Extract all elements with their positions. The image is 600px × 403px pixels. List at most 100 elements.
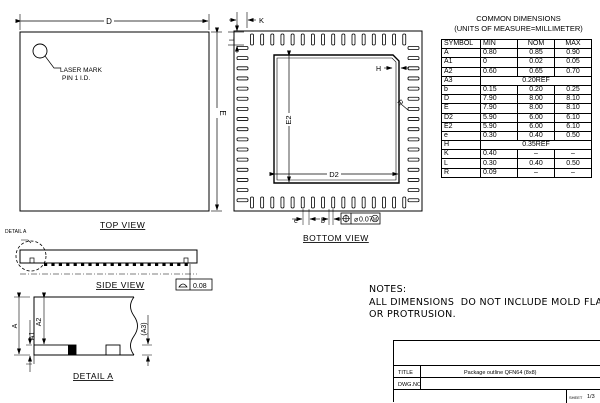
dim-b-label: b [321,218,325,225]
cell-symbol: D [441,94,481,105]
terminal-pad [280,196,285,209]
cell-max: 0.90 [554,48,592,59]
side-terminal [110,263,114,266]
cell-symbol: D2 [441,112,481,123]
side-terminal [95,263,99,266]
cell-symbol: e [441,130,481,142]
terminal-pad [361,196,366,209]
cell-ref-value: 0.20REF [480,75,592,86]
cell-nom: 0.40 [517,158,555,169]
detail-a: A A2 A1 (A3) DETAIL A [12,292,152,381]
dwg-row: DWG.NO [394,377,600,390]
pin1-id-label: PIN 1 I.D. [62,75,90,82]
cell-max: 0.70 [554,66,592,77]
terminal-pad [310,33,315,46]
cell-min: 0.80 [480,48,518,59]
terminal-pad [392,33,397,46]
side-view-body [19,249,198,264]
svg-text:⌀: ⌀ [354,217,358,224]
detail-a-terminal-right [105,344,121,356]
sheet-row: SHEET 1/3 [394,389,600,403]
title-value: Package outline QFN64 (8x8) [464,370,537,376]
dim-l-label: L [229,37,236,41]
cell-min: 0 [480,57,518,68]
terminal-pad [300,33,305,46]
cell-nom: 6.00 [517,121,555,132]
cell-symbol: A2 [441,66,481,77]
terminal-pad [236,198,249,203]
bottom-view-body [233,30,423,212]
terminal-pad [250,196,254,209]
side-terminal [118,263,122,266]
side-terminal [51,263,55,266]
dimensions-table-title: COMMON DIMENSIONS (UNITS OF MEASURE=MILL… [441,14,596,34]
terminal-pad [407,127,420,132]
terminal-pad [407,86,420,91]
side-terminal [81,263,85,266]
cell-symbol: E2 [441,121,481,132]
terminal-pad [407,107,420,111]
cell-max: – [554,149,592,160]
terminal-pad [236,167,249,172]
detail-a-body [33,296,134,356]
notes-line1: ALL DIMENSIONS DO NOT INCLUDE MOLD FLASH [369,296,600,308]
cell-nom: 0.20 [517,84,555,96]
detail-a-break-line [130,296,138,356]
corner-terminal-right [183,257,189,264]
terminal-pad [351,33,356,46]
terminal-pad [290,196,295,209]
terminal-pad [270,33,275,46]
cell-max: 0.05 [554,57,592,68]
cell-nom: 0.02 [517,57,555,68]
detail-a-callout-label: DETAIL A [5,229,27,235]
cell-min: 7.90 [480,94,518,105]
terminal-pad [407,198,420,203]
cell-max: 6.10 [554,121,592,132]
col-min: MIN [480,38,518,50]
dwg-label: DWG.NO [398,382,422,388]
cell-nom: 0.85 [517,48,555,59]
dim-e2-label: E2 [284,115,293,124]
side-terminal [66,263,70,266]
flatness-frame [175,278,213,291]
terminal-pad [402,33,407,46]
dimensions-table-title-line2: (UNITS OF MEASURE=MILLIMETER) [454,24,583,33]
flatness-value: 0.08 [193,283,207,290]
side-terminal [162,263,166,266]
terminal-pad [371,196,376,209]
title-label: TITLE [398,370,413,376]
cell-min: 0.30 [480,158,518,169]
side-view: DETAIL A 0.08 SIDE VIEW [5,229,213,291]
terminal-pad [236,66,249,71]
cell-min: 0.09 [480,167,518,178]
cell-nom: 8.00 [517,94,555,105]
terminal-pad [310,196,315,209]
terminal-pad [236,117,249,121]
cell-ref-value: 0.35REF [480,140,592,151]
dim-k-label: K [259,16,264,25]
terminal-pad [236,137,249,142]
cell-max: 8.10 [554,94,592,105]
side-terminal [155,263,159,266]
terminal-pad [236,46,249,50]
terminal-pad [236,56,249,61]
cell-symbol: L [441,158,481,169]
terminal-pad [407,147,420,152]
cell-min: 0.40 [480,149,518,160]
dim-pitch-e-label: e [294,218,298,225]
terminal-pad [407,76,420,81]
cell-symbol: H [441,140,481,151]
terminal-pad [321,196,325,209]
cell-nom: – [517,167,555,178]
terminal-pad [407,46,420,50]
terminal-pad [280,33,285,46]
col-nom: NOM [517,38,555,50]
